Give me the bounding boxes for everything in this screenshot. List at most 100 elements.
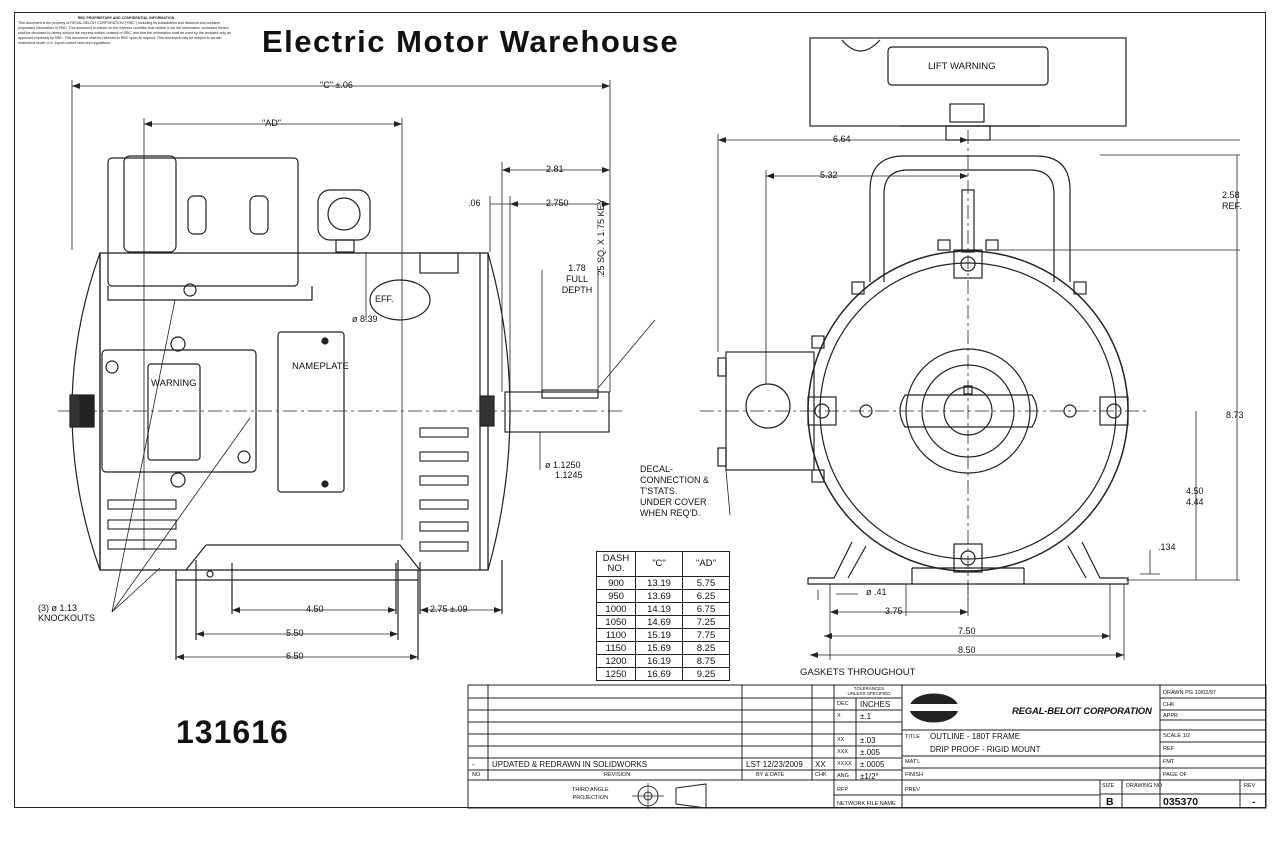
decal-line-2: CONNECTION & — [640, 475, 710, 485]
lift-warning-label: LIFT WARNING — [928, 61, 996, 72]
dim-873-label: 8.73 — [1226, 410, 1244, 420]
size-value: B — [1106, 796, 1114, 808]
dim-06-label: .06 — [468, 198, 481, 208]
projection-line-2: PROJECTION — [572, 795, 609, 801]
table-cell: 16.19 — [635, 654, 683, 668]
table-cell: 8.25 — [682, 641, 730, 655]
rev-col-label: REV — [1244, 783, 1256, 789]
table-cell: 950 — [596, 589, 636, 603]
dash-table-header: DASH NO. "C" "AD" — [596, 551, 730, 577]
header-by-date: BY & DATE — [756, 772, 785, 778]
table-cell: 1050 — [596, 615, 636, 629]
revision-row-chk: XX — [815, 760, 826, 769]
dim-450-end: 4.50 — [1186, 486, 1204, 496]
knockouts-line-1: (3) ø 1.13 — [38, 603, 78, 613]
company-name: REGAL-BELOIT CORPORATION — [1012, 706, 1152, 717]
tol-label-xx: XX — [837, 737, 845, 743]
table-cell: 1150 — [596, 641, 636, 655]
page-title: Electric Motor Warehouse — [262, 24, 680, 59]
tol-value-dec: INCHES — [860, 700, 891, 709]
table-cell: 900 — [596, 576, 636, 590]
dim-375-label: 3.75 — [885, 606, 903, 616]
rfp-label: RFP — [837, 787, 848, 793]
shaft-dia-line-2: 1.1245 — [555, 470, 583, 480]
decal-note: DECAL- CONNECTION & T'STATS. UNDER COVER… — [640, 464, 709, 519]
tolerances-heading: TOLERANCES UNLESS SPECIFIED — [838, 686, 900, 696]
table-cell: 1000 — [596, 602, 636, 616]
decal-line-1: DECAL- — [640, 464, 674, 474]
prev-label: PREV — [905, 787, 920, 793]
drawing-no-value: 035370 — [1163, 796, 1199, 808]
full-depth-line-2: FULL — [565, 274, 588, 284]
matl-label: MAT'L — [905, 759, 921, 765]
eff-label: EFF. — [375, 294, 394, 304]
header-chk: CHK — [815, 772, 827, 778]
title-block-grid — [467, 684, 1267, 809]
warning-label: WARNING — [151, 378, 197, 389]
title-line-2: DRIP PROOF - RIGID MOUNT — [930, 745, 1041, 754]
end-view — [700, 37, 1240, 660]
tol-value-xx: ±.03 — [860, 736, 876, 745]
part-number: 131616 — [176, 714, 289, 750]
knockouts-label: (3) ø 1.13 KNOCKOUTS — [38, 603, 95, 623]
finish-label: FINISH — [905, 772, 924, 778]
dim-041-label: ø .41 — [866, 587, 887, 597]
revision-row-no: - — [472, 760, 475, 769]
dim-444-end: 4.44 — [1186, 497, 1204, 507]
dim-450-side-label: 4.50 — [306, 604, 324, 614]
key-label: .25 SQ. X 1.75 KEY — [596, 198, 606, 278]
title-label: TITLE — [905, 734, 920, 740]
dim-550-label: 5.50 — [286, 628, 304, 638]
drawn-label: DRAWN PG 10/02/97 — [1163, 690, 1216, 696]
dim-532-label: 5.32 — [820, 170, 838, 180]
dim-281-label: 2.81 — [546, 164, 564, 174]
table-cell: 7.25 — [682, 615, 730, 629]
tol-label-x: X — [837, 713, 841, 719]
tolerances-heading-2: UNLESS SPECIFIED — [847, 691, 891, 696]
page-label: PAGE OF — [1163, 772, 1188, 778]
knockouts-line-2: KNOCKOUTS — [38, 613, 96, 623]
table-cell: 6.75 — [682, 602, 730, 616]
table-cell: 9.25 — [682, 667, 730, 681]
table-cell: 14.19 — [635, 602, 683, 616]
table-cell: 5.75 — [682, 576, 730, 590]
dia-839-label: ø 8.39 — [352, 314, 378, 324]
tol-value-xxxx: ±.0005 — [860, 760, 885, 769]
decal-line-3: T'STATS. — [640, 486, 678, 496]
drawing-no-label: DRAWING NO — [1126, 783, 1163, 789]
table-cell: 1250 — [596, 667, 636, 681]
table-cell: 8.75 — [682, 654, 730, 668]
tol-label-ang: ANG — [837, 773, 849, 779]
dim-258-ref: REF. — [1222, 201, 1242, 211]
full-depth-label: 1.78 FULL DEPTH — [560, 263, 594, 296]
dim-258-label: 2.58 REF. — [1222, 190, 1242, 212]
tol-label-xxx: XXX — [837, 749, 849, 755]
full-depth-line-3: DEPTH — [561, 285, 593, 295]
dim-134-label: .134 — [1158, 542, 1176, 552]
nameplate-label: NAMEPLATE — [292, 361, 349, 372]
dim-850-label: 8.50 — [958, 645, 976, 655]
decal-line-4: UNDER COVER — [640, 497, 707, 507]
table-cell: 13.19 — [635, 576, 683, 590]
dim-275-label: 2.75 ±.09 — [430, 604, 468, 614]
gaskets-note: GASKETS THROUGHOUT — [800, 667, 916, 678]
table-cell: 7.75 — [682, 628, 730, 642]
projection-label: THIRD ANGLE PROJECTION — [572, 786, 609, 802]
revision-row-text: UPDATED & REDRAWN IN SOLIDWORKS — [492, 760, 648, 769]
tol-label-xxxx: XXXX — [837, 761, 852, 767]
fmt-label: FMT — [1163, 759, 1175, 765]
proprietary-notice: RBC PROPRIETARY AND CONFIDENTIAL INFORMA… — [18, 16, 234, 46]
full-depth-line-1: 1.78 — [568, 263, 586, 273]
decal-line-5: WHEN REQ'D. — [640, 508, 701, 518]
dim-450-444-label: 4.50 4.44 — [1186, 486, 1204, 508]
appr-label: APPR — [1163, 713, 1178, 719]
